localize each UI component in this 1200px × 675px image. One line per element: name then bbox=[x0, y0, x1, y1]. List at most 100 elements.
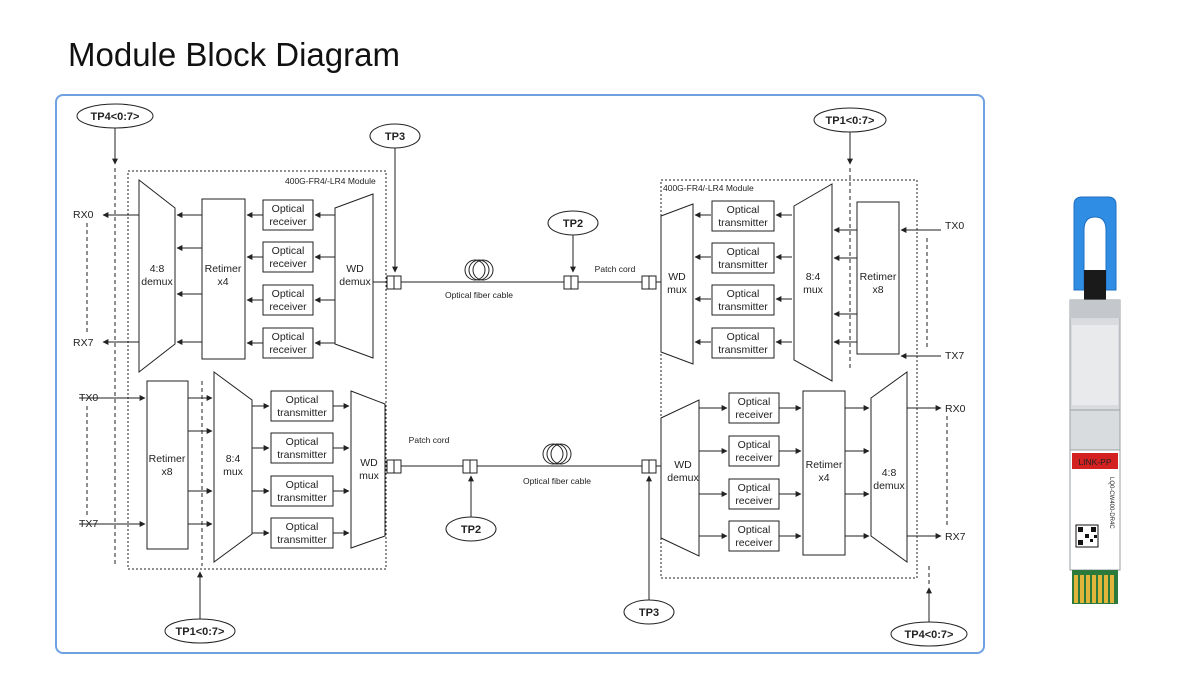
diagram-label: transmitter bbox=[277, 407, 327, 419]
wd-mux-right bbox=[660, 203, 694, 365]
diagram-label: Retimer bbox=[806, 459, 843, 471]
rx0-right: RX0 bbox=[945, 403, 966, 415]
diagram-label: Optical bbox=[272, 288, 305, 300]
tp4-right-label: TP4<0:7> bbox=[905, 629, 954, 641]
retimer-x4-right bbox=[802, 390, 846, 556]
diagram-frame: 400G-FR4/-LR4 Module TP4<0:7> TP3 RX0 RX… bbox=[55, 94, 985, 654]
transceiver-image: LINK-PP LQ0-CW400-DR4C bbox=[1069, 196, 1121, 604]
tp3-left-label: TP3 bbox=[385, 131, 405, 143]
diagram-label: receiver bbox=[269, 216, 307, 228]
diagram-label: Optical bbox=[738, 439, 771, 451]
diagram-label: Optical bbox=[272, 203, 305, 215]
tx7-left: TX7 bbox=[79, 518, 98, 530]
diagram-label: transmitter bbox=[277, 492, 327, 504]
wd-mux-left bbox=[350, 390, 386, 549]
diagram-label: Retimer bbox=[860, 271, 897, 283]
diagram-label: mux bbox=[667, 284, 688, 296]
brand-label: LINK-PP bbox=[1078, 457, 1111, 467]
diagram-label: mux bbox=[803, 284, 824, 296]
retimer-x4-left bbox=[201, 198, 246, 360]
diagram-label: Optical bbox=[272, 245, 305, 257]
diagram-label: receiver bbox=[735, 409, 773, 421]
diagram-label: receiver bbox=[735, 452, 773, 464]
diagram-label: transmitter bbox=[718, 344, 768, 356]
patch-bottom-label: Patch cord bbox=[409, 435, 450, 445]
rx0-left: RX0 bbox=[73, 209, 94, 221]
diagram-label: x8 bbox=[161, 466, 172, 478]
diagram-label: Retimer bbox=[149, 453, 186, 465]
diagram-label: demux bbox=[339, 276, 371, 288]
diagram-label: demux bbox=[873, 480, 905, 492]
diagram-label: demux bbox=[141, 276, 173, 288]
gold-fingers bbox=[1074, 575, 1114, 603]
diagram-label: Optical bbox=[286, 521, 319, 533]
diagram-label: 4:8 bbox=[150, 263, 165, 275]
diagram-label: receiver bbox=[269, 344, 307, 356]
diagram-label: Optical bbox=[738, 482, 771, 494]
diagram-label: 8:4 bbox=[806, 271, 821, 283]
rx7-right: RX7 bbox=[945, 531, 966, 543]
diagram-label: x4 bbox=[217, 276, 228, 288]
diagram-label: Optical bbox=[727, 331, 760, 343]
right-module-label: 400G-FR4/-LR4 Module bbox=[663, 183, 754, 193]
diagram-label: transmitter bbox=[718, 217, 768, 229]
diagram-label: receiver bbox=[269, 301, 307, 313]
diagram-label: transmitter bbox=[277, 449, 327, 461]
diagram-label: WD bbox=[346, 263, 364, 275]
retimer-x8-left bbox=[146, 380, 189, 550]
mux-84-left bbox=[213, 371, 253, 563]
diagram-label: Optical bbox=[286, 394, 319, 406]
diagram-label: WD bbox=[668, 271, 686, 283]
wd-demux-left bbox=[334, 193, 374, 359]
diagram-label: mux bbox=[223, 466, 244, 478]
left-module-label: 400G-FR4/-LR4 Module bbox=[285, 176, 376, 186]
demux-48-right bbox=[870, 371, 908, 563]
diagram-label: WD bbox=[674, 459, 692, 471]
demux-48-shape bbox=[138, 178, 176, 374]
diagram-label: 4:8 bbox=[882, 467, 897, 479]
tp3-right-label: TP3 bbox=[639, 607, 659, 619]
diagram-label: x4 bbox=[818, 472, 829, 484]
block-diagram: 400G-FR4/-LR4 Module TP4<0:7> TP3 RX0 RX… bbox=[73, 103, 968, 647]
diagram-label: receiver bbox=[735, 495, 773, 507]
tx0-left: TX0 bbox=[79, 392, 98, 404]
diagram-label: Optical bbox=[738, 396, 771, 408]
pull-tab bbox=[1073, 196, 1117, 291]
qr-code bbox=[1075, 524, 1099, 548]
tx7-right: TX7 bbox=[945, 350, 964, 362]
product-label bbox=[1069, 449, 1121, 571]
latch bbox=[1084, 270, 1106, 300]
diagram-label: transmitter bbox=[277, 534, 327, 546]
tx0-right: TX0 bbox=[945, 220, 964, 232]
tp1-right-label: TP1<0:7> bbox=[826, 115, 875, 127]
diagram-label: 8:4 bbox=[226, 453, 241, 465]
diagram-label: WD bbox=[360, 457, 378, 469]
diagram-label: demux bbox=[667, 472, 699, 484]
diagram-label: Optical bbox=[727, 288, 760, 300]
diagram-label: mux bbox=[359, 470, 380, 482]
left-module-boundary bbox=[127, 170, 387, 570]
diagram-label: Optical bbox=[727, 246, 760, 258]
diagram-label: receiver bbox=[735, 537, 773, 549]
diagram-label: Optical bbox=[286, 479, 319, 491]
patch-top-label: Patch cord bbox=[595, 264, 636, 274]
rx7-left: RX7 bbox=[73, 337, 94, 349]
fiber-bottom-label: Optical fiber cable bbox=[523, 476, 591, 486]
diagram-label: receiver bbox=[269, 258, 307, 270]
right-module-boundary bbox=[660, 179, 918, 579]
page-title: Module Block Diagram bbox=[68, 36, 400, 73]
tp2-top-label: TP2 bbox=[563, 218, 583, 230]
mux-84-right bbox=[793, 183, 833, 382]
wd-demux-right bbox=[660, 399, 700, 557]
diagram-label: Optical bbox=[738, 524, 771, 536]
part-number: LQ0-CW400-DR4C bbox=[1108, 477, 1114, 529]
diagram-label: Optical bbox=[272, 331, 305, 343]
diagram-label: Optical bbox=[727, 204, 760, 216]
fiber-top-label: Optical fiber cable bbox=[445, 290, 513, 300]
diagram-label: Optical bbox=[286, 436, 319, 448]
retimer-x8-right bbox=[856, 201, 900, 355]
tp4-left-label: TP4<0:7> bbox=[91, 111, 140, 123]
diagram-label: Retimer bbox=[205, 263, 242, 275]
diagram-label: x8 bbox=[872, 284, 883, 296]
diagram-label: transmitter bbox=[718, 259, 768, 271]
